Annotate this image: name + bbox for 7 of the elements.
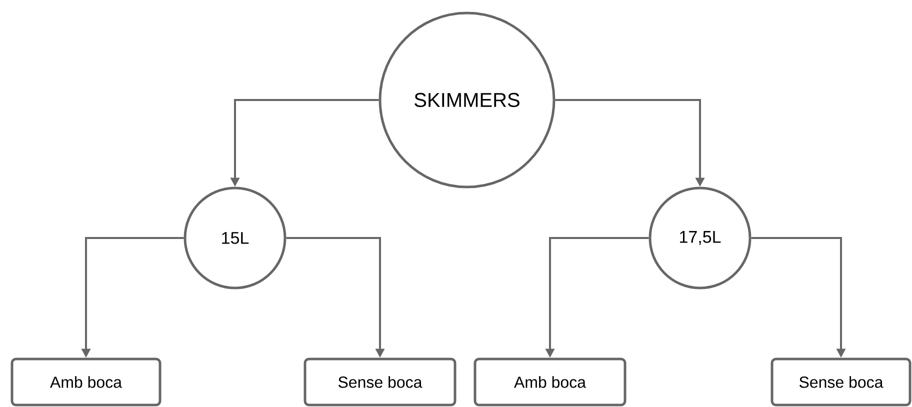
circle-node: SKIMMERS: [378, 12, 556, 188]
rounded-box: Amb boca: [10, 358, 162, 406]
circle-node: 15L: [184, 186, 286, 290]
rounded-box: Sense boca: [770, 358, 912, 406]
rounded-box: Amb boca: [474, 358, 626, 406]
circle-node: 17,5L: [648, 186, 752, 290]
rounded-box: Sense boca: [304, 358, 456, 406]
